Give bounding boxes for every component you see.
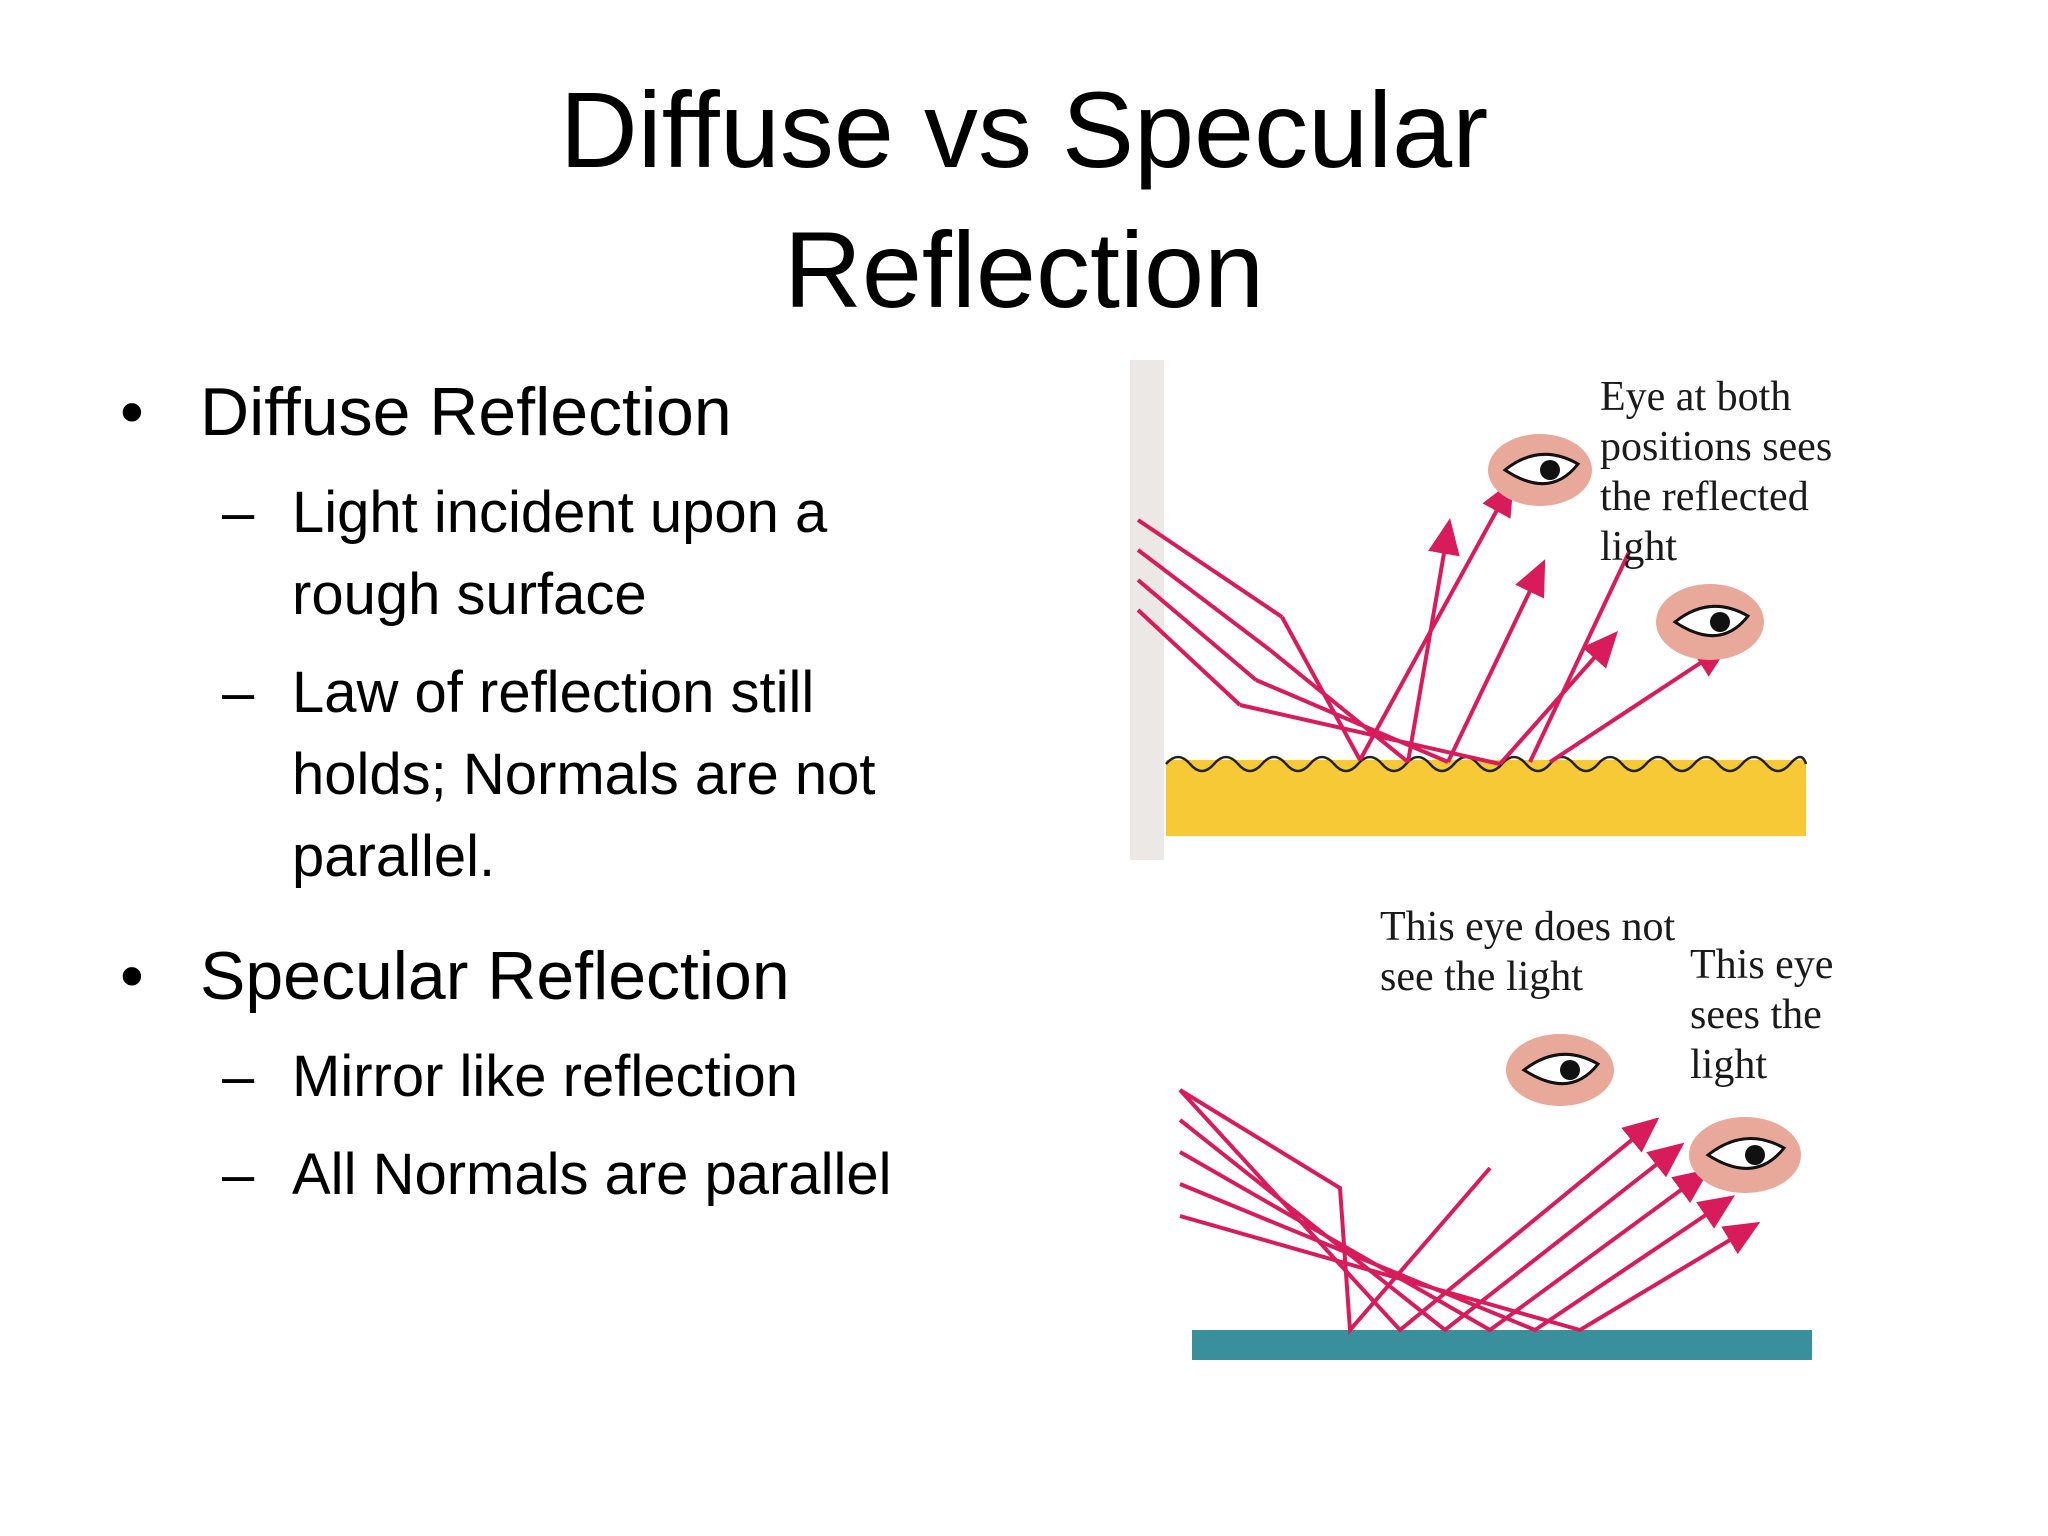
page-edge-shadow [1130, 360, 1164, 860]
bullet-diffuse-sub2-line2: holds; Normals are not [292, 742, 876, 807]
reflected-ray-4 [1498, 631, 1618, 766]
reflected-ray-3 [1446, 559, 1546, 763]
incident-ray-4-end [1239, 703, 1501, 766]
diffuse-caption: Eye at both positions sees the reflected… [1600, 372, 1832, 572]
bullet-specular-heading: Specular Reflection [120, 934, 1020, 1018]
specular-ray-1 [1178, 1088, 1492, 1335]
bullet-diffuse-sub1-line1: Light incident upon a [292, 480, 828, 545]
incident-ray-3 [1136, 578, 1258, 682]
title-line-2: Reflection [783, 209, 1265, 330]
bullet-diffuse-sub1: Light incident upon a rough surface [120, 472, 1020, 636]
specular-caption-right: This eye sees the light [1690, 940, 1833, 1090]
diffuse-caption-line2: positions sees [1600, 424, 1833, 470]
diffuse-caption-line3: the reflected [1600, 474, 1809, 520]
specular-ray-2 [1178, 1118, 1685, 1333]
mirror-surface [1192, 1330, 1812, 1360]
specular-ray-5 [1179, 1214, 1761, 1333]
eye-icon [1689, 1117, 1801, 1193]
diffuse-diagram-svg [1130, 360, 1808, 860]
reflected-ray-6 [1548, 643, 1731, 764]
incident-ray-2 [1136, 548, 1272, 652]
diffuse-caption-line1: Eye at both [1600, 374, 1792, 420]
bullet-diffuse-sub1-line2: rough surface [292, 562, 647, 627]
bullet-diffuse-sub2: Law of reflection still holds; Normals a… [120, 652, 1020, 898]
reflected-ray-5 [1528, 549, 1632, 763]
eye-icon [1488, 434, 1592, 506]
bullet-specular-sub2: All Normals are parallel [120, 1134, 1020, 1216]
incident-ray-1 [1136, 518, 1284, 619]
incident-ray-4 [1136, 608, 1242, 707]
specular-ray-1 [1178, 1088, 1660, 1333]
specular-caption-right-line2: sees the [1690, 992, 1822, 1038]
title-line-1: Diffuse vs Specular [559, 69, 1489, 190]
specular-caption-left-line2: see the light [1380, 954, 1583, 1000]
bullet-diffuse-heading: Diffuse Reflection [120, 370, 1020, 454]
slide-title: Diffuse vs Specular Reflection [0, 60, 2048, 340]
rough-surface-edge [1165, 755, 1808, 773]
incident-ray-2-end [1268, 648, 1410, 764]
diffuse-caption-line4: light [1600, 524, 1678, 570]
specular-caption-left-line1: This eye does not [1380, 904, 1676, 950]
specular-reflection-diagram: This eye does not see the light This eye… [1130, 890, 1890, 1410]
bullet-specular-sub1: Mirror like reflection [120, 1036, 1020, 1118]
incident-ray-3-end [1255, 678, 1449, 764]
bullet-diffuse-sub2-line3: parallel. [292, 824, 496, 889]
specular-caption-right-line3: light [1690, 1042, 1768, 1088]
specular-caption-left: This eye does not see the light [1380, 902, 1675, 1002]
bullet-list: Diffuse Reflection Light incident upon a… [120, 370, 1020, 1232]
bullet-diffuse-sub2-line1: Law of reflection still [292, 660, 815, 725]
specular-ray-4 [1179, 1182, 1735, 1333]
rough-surface-fill [1166, 760, 1806, 836]
reflected-ray-2 [1406, 518, 1460, 763]
eye-icon [1656, 584, 1764, 660]
specular-caption-right-line1: This eye [1690, 942, 1834, 988]
specular-diagram-svg [1178, 1034, 1812, 1360]
diffuse-reflection-diagram: Eye at both positions sees the reflected… [1130, 360, 1890, 860]
eye-icon [1506, 1034, 1614, 1106]
specular-ray-3 [1179, 1150, 1710, 1333]
reflected-ray-1 [1358, 479, 1514, 761]
incident-ray-1-end [1280, 616, 1362, 761]
